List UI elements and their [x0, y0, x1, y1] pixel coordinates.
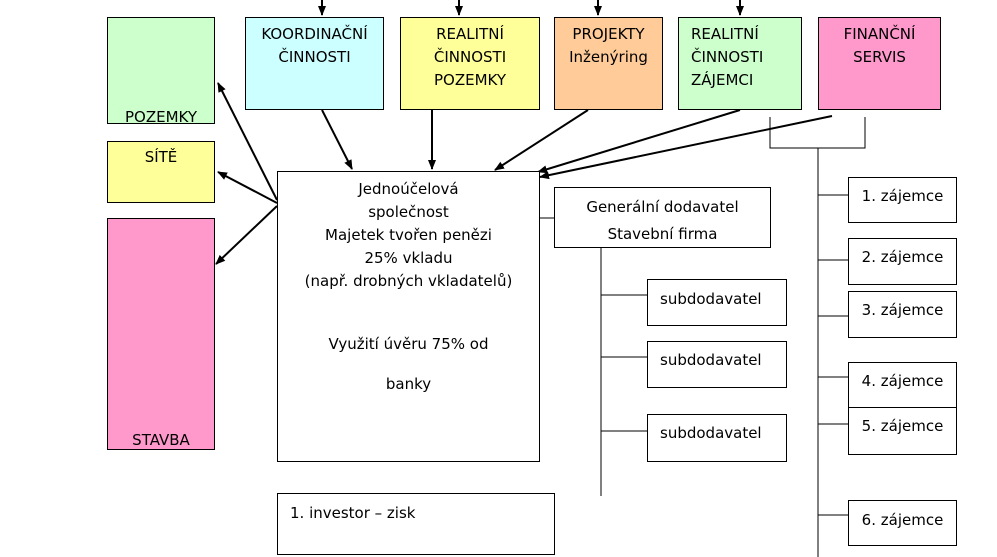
- stavba-block: STAVBA: [107, 218, 215, 450]
- arrow-center-to-site: [217, 171, 278, 204]
- zajemce-label-3: 3. zájemce: [861, 301, 944, 319]
- zajemce-label-5: 5. zájemce: [861, 417, 944, 435]
- subdodavatel-box-1: subdodavatel: [647, 279, 787, 326]
- investor-box: 1. investor – zisk: [277, 493, 555, 555]
- center-block: Jednoúčelová společnost Majetek tvořen p…: [277, 171, 540, 462]
- site-label: SÍTĚ: [144, 148, 178, 166]
- subdodavatel-label-2: subdodavatel: [660, 351, 762, 369]
- zajemce-label-2: 2. zájemce: [861, 248, 944, 266]
- realitni-zajemci-line-2: ČINNOSTI: [691, 48, 764, 66]
- center-loan-line-1: Využití úvěru 75% od: [328, 335, 489, 353]
- subdodavatel-label-1: subdodavatel: [660, 290, 762, 308]
- arrow-center-to-stavba: [215, 205, 278, 265]
- zajemce-box-4: 4. zájemce: [848, 362, 957, 408]
- zajemce-label-1: 1. zájemce: [861, 187, 944, 205]
- zajemce-label-4: 4. zájemce: [861, 372, 944, 390]
- realitni-pozemky-line-2: ČINNOSTI: [433, 48, 507, 66]
- zajemce-box-1: 1. zájemce: [848, 177, 957, 223]
- pozemky-block: POZEMKY: [107, 17, 215, 124]
- koordinacni-block: KOORDINAČNÍ ČINNOSTI: [245, 17, 384, 110]
- center-line-2: společnost: [368, 203, 449, 221]
- zajemci-bracket: [769, 117, 866, 149]
- realitni-zajemci-line-1: REALITNÍ: [691, 25, 759, 43]
- zajemce-box-5: 5. zájemce: [848, 407, 957, 455]
- center-line-4: 25% vkladu: [364, 249, 453, 267]
- koordinacni-line-1: KOORDINAČNÍ: [261, 25, 368, 43]
- arrow-financni-to-center: [539, 115, 833, 180]
- center-loan-line-2: banky: [385, 375, 432, 393]
- center-line-1: Jednoúčelová: [358, 180, 459, 198]
- investor-label: 1. investor – zisk: [290, 504, 416, 522]
- stavba-label: STAVBA: [132, 431, 190, 449]
- projekty-block: PROJEKTY Inženýring: [554, 17, 663, 110]
- center-line-3: Majetek tvořen penězi: [325, 226, 492, 244]
- subdodavatel-box-2: subdodavatel: [647, 341, 787, 388]
- zajemce-box-3: 3. zájemce: [848, 291, 957, 338]
- center-line-5: (např. drobných vkladatelů): [304, 272, 513, 290]
- subdodavatel-box-3: subdodavatel: [647, 414, 787, 462]
- realitni-pozemky-line-3: POZEMKY: [433, 71, 506, 89]
- arrow-projekty-to-center: [494, 109, 589, 171]
- financni-line-1: FINANČNÍ: [843, 25, 916, 43]
- arrow-realitni-zajemci-to-center: [537, 109, 741, 174]
- realitni-pozemky-block: REALITNÍ ČINNOSTI POZEMKY: [400, 17, 540, 110]
- zajemce-box-2: 2. zájemce: [848, 238, 957, 285]
- general-contractor-line-1: Generální dodavatel: [586, 198, 739, 216]
- projekty-line-2: Inženýring: [569, 48, 648, 66]
- zajemce-label-6: 6. zájemce: [861, 511, 944, 529]
- arrow-koordinacni-to-center: [321, 109, 353, 170]
- financni-line-2: SERVIS: [853, 48, 906, 66]
- general-contractor-block: Generální dodavatel Stavební firma: [554, 187, 771, 248]
- pozemky-label: POZEMKY: [124, 108, 197, 124]
- financni-block: FINANČNÍ SERVIS: [818, 17, 941, 110]
- zajemce-box-6: 6. zájemce: [848, 500, 957, 546]
- realitni-pozemky-line-1: REALITNÍ: [436, 25, 504, 43]
- realitni-zajemci-line-3: ZÁJEMCI: [691, 71, 754, 89]
- koordinacni-line-2: ČINNOSTI: [278, 48, 351, 66]
- subdodavatel-label-3: subdodavatel: [660, 424, 762, 442]
- site-block: SÍTĚ: [107, 141, 215, 203]
- general-contractor-line-2: Stavební firma: [607, 225, 718, 243]
- realitni-zajemci-block: REALITNÍ ČINNOSTI ZÁJEMCI: [678, 17, 802, 110]
- projekty-line-1: PROJEKTY: [572, 25, 645, 43]
